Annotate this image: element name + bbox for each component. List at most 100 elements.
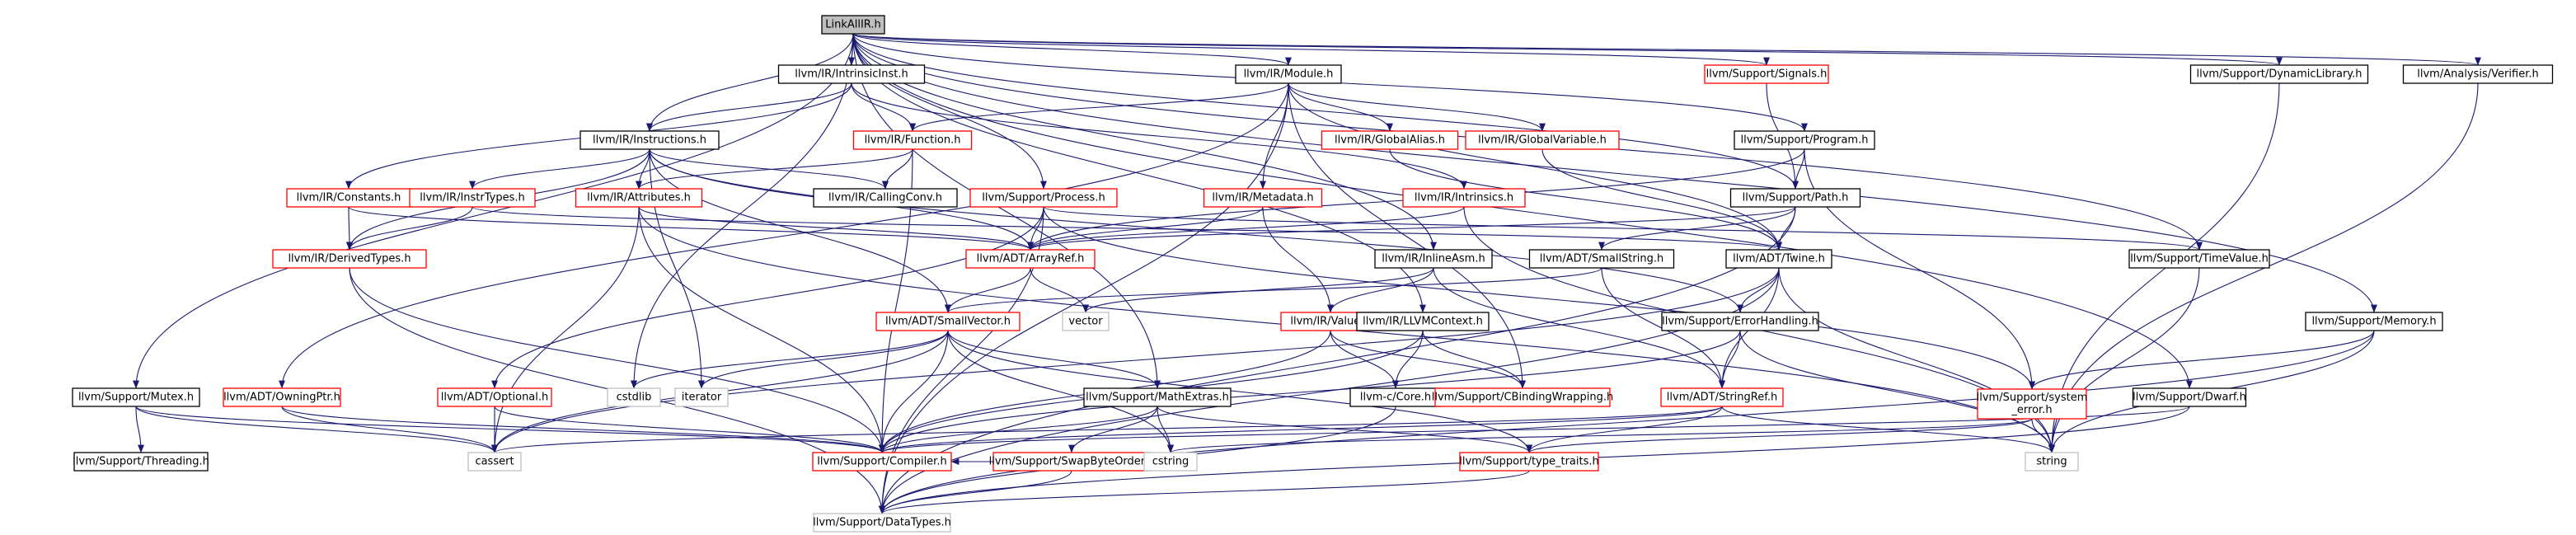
node-llvmcontext[interactable]: llvm/IR/LLVMContext.h: [1356, 312, 1490, 331]
node-instrtypes-box: [409, 188, 536, 208]
node-owningptr[interactable]: llvm/ADT/OwningPtr.h: [223, 387, 341, 407]
node-swapbyteorder-label: llvm/Support/SwapByteOrder.h: [989, 456, 1155, 468]
edge-metadata-to-arrayref: [1027, 206, 1264, 251]
node-typetraits-label: llvm/Support/type_traits.h: [1459, 456, 1599, 468]
node-mathextras[interactable]: llvm/Support/MathExtras.h: [1083, 387, 1232, 407]
node-twine[interactable]: llvm/ADT/Twine.h: [1725, 249, 1832, 269]
node-program-box: [1734, 130, 1875, 150]
node-globalalias[interactable]: llvm/IR/GlobalAlias.h: [1321, 130, 1459, 150]
node-timevalue-box: [2128, 249, 2270, 269]
node-mutex[interactable]: llvm/Support/Mutex.h: [72, 387, 200, 407]
node-function[interactable]: llvm/IR/Function.h: [852, 130, 973, 150]
node-timevalue[interactable]: llvm/Support/TimeValue.h: [2128, 249, 2270, 269]
node-errorhandling[interactable]: llvm/Support/ErrorHandling.h: [1661, 312, 1819, 331]
node-dynlib-box: [2189, 64, 2369, 84]
node-llvmcontext-label: llvm/IR/LLVMContext.h: [1363, 316, 1483, 328]
node-callingconv[interactable]: llvm/IR/CallingConv.h: [813, 188, 958, 208]
node-datatypes: llvm/Support/DataTypes.h: [813, 513, 951, 533]
node-program[interactable]: llvm/Support/Program.h: [1734, 130, 1875, 150]
edge-intrinsicinst-to-instructions: [646, 82, 852, 132]
node-mathextras-box: [1083, 387, 1232, 407]
node-derivedtypes[interactable]: llvm/IR/DerivedTypes.h: [272, 249, 427, 269]
node-smallstring[interactable]: llvm/ADT/SmallString.h: [1528, 249, 1675, 269]
node-dwarf[interactable]: llvm/Support/Dwarf.h: [2132, 387, 2247, 407]
edge-errorhandling-to-string: [1739, 330, 2055, 453]
edge-inlineasm-to-value: [1327, 267, 1434, 313]
edge-mutex-to-threading: [135, 406, 144, 453]
node-stringref[interactable]: llvm/ADT/StringRef.h: [1660, 387, 1784, 407]
node-owningptr-label: llvm/ADT/OwningPtr.h: [223, 392, 340, 404]
edge-root-to-mathextras: [852, 33, 1161, 389]
node-process[interactable]: llvm/Support/Process.h: [969, 188, 1118, 208]
edge-value-to-ccore: [1330, 330, 1399, 389]
node-stringref-box: [1660, 387, 1784, 407]
node-threading[interactable]: llvm/Support/Threading.h: [73, 452, 209, 472]
node-memory[interactable]: llvm/Support/Memory.h: [2305, 312, 2443, 331]
edge-value-to-cbinding: [1330, 330, 1526, 389]
node-attributes[interactable]: llvm/IR/Attributes.h: [575, 188, 703, 208]
node-dynlib-label: llvm/Support/DynamicLibrary.h: [2196, 68, 2362, 81]
node-optional-label: llvm/ADT/Optional.h: [441, 392, 549, 404]
node-optional[interactable]: llvm/ADT/Optional.h: [437, 387, 552, 407]
edge-stringref-to-typetraits: [1526, 406, 1723, 453]
node-intrinsicinst[interactable]: llvm/IR/IntrinsicInst.h: [777, 64, 926, 84]
node-dwarf-label: llvm/Support/Dwarf.h: [2133, 392, 2246, 404]
node-module[interactable]: llvm/IR/Module.h: [1235, 64, 1342, 84]
node-instructions[interactable]: llvm/IR/Instructions.h: [579, 130, 720, 150]
edge-smallvector-to-mathextras: [947, 330, 1161, 389]
node-path[interactable]: llvm/Support/Path.h: [1729, 188, 1861, 208]
node-memory-label: llvm/Support/Memory.h: [2311, 316, 2436, 328]
node-swapbyteorder[interactable]: llvm/Support/SwapByteOrder.h: [989, 452, 1155, 472]
node-globalvariable[interactable]: llvm/IR/GlobalVariable.h: [1465, 130, 1620, 150]
node-signals[interactable]: llvm/Support/Signals.h: [1704, 64, 1829, 84]
node-string-label: string: [2036, 456, 2067, 468]
node-cassert: cassert: [467, 452, 522, 472]
node-cstring-label: cstring: [1152, 456, 1189, 468]
node-systemerror[interactable]: llvm/Support/system_error.h: [1977, 388, 2088, 420]
edge-errorhandling-to-compiler: [879, 330, 1741, 453]
node-instrtypes[interactable]: llvm/IR/InstrTypes.h: [409, 188, 536, 208]
node-inlineasm[interactable]: llvm/IR/InlineAsm.h: [1374, 249, 1493, 269]
node-typetraits[interactable]: llvm/Support/type_traits.h: [1459, 452, 1599, 472]
edge-process-to-optional: [491, 206, 1044, 389]
node-program-label: llvm/Support/Program.h: [1741, 134, 1869, 147]
edge-root-to-memory: [852, 33, 2377, 313]
edge-attributes-to-compiler: [638, 206, 885, 453]
node-value[interactable]: llvm/IR/Value.h: [1280, 312, 1381, 331]
node-metadata[interactable]: llvm/IR/Metadata.h: [1203, 188, 1323, 208]
node-globalvariable-box: [1465, 130, 1620, 150]
edge-arrayref-to-smallvector: [945, 267, 1031, 313]
node-ccore[interactable]: llvm-c/Core.h: [1349, 387, 1442, 407]
edge-smallvector-to-typetraits: [947, 330, 1532, 453]
node-root-box: [821, 15, 885, 35]
edge-metadata-to-value: [1262, 206, 1334, 313]
edge-root-to-instructions: [646, 33, 854, 132]
node-datatypes-label: llvm/Support/DataTypes.h: [813, 517, 951, 529]
node-cbinding[interactable]: llvm/Support/CBindingWrapping.h: [1432, 387, 1614, 407]
node-verifier[interactable]: llvm/Analysis/Verifier.h: [2402, 64, 2554, 84]
edge-path-to-twine: [1776, 206, 1796, 251]
node-smallvector[interactable]: llvm/ADT/SmallVector.h: [875, 312, 1021, 331]
edge-process-to-systemerror: [1043, 206, 2035, 390]
edge-instructions-to-callingconv: [649, 148, 889, 190]
node-constants[interactable]: llvm/IR/Constants.h: [286, 188, 411, 208]
node-twine-label: llvm/ADT/Twine.h: [1733, 253, 1825, 265]
node-arrayref-label: llvm/ADT/ArrayRef.h: [977, 253, 1085, 265]
node-compiler[interactable]: llvm/Support/Compiler.h: [812, 452, 952, 472]
node-twine-box: [1725, 249, 1832, 269]
edge-timevalue-to-string: [2048, 267, 2200, 453]
node-intrinsics[interactable]: llvm/IR/Intrinsics.h: [1402, 188, 1526, 208]
edge-swapbyteorder-to-datatypes: [879, 470, 1072, 514]
edge-mutex-to-cassert: [135, 406, 498, 453]
node-compiler-label: llvm/Support/Compiler.h: [817, 456, 946, 468]
node-vector: vector: [1062, 312, 1110, 331]
node-llvmcontext-box: [1356, 312, 1490, 331]
node-metadata-box: [1203, 188, 1323, 208]
node-dynlib[interactable]: llvm/Support/DynamicLibrary.h: [2189, 64, 2369, 84]
node-vector-box: [1062, 312, 1110, 331]
node-iterator-label: iterator: [682, 392, 722, 404]
node-cstdlib-label: cstdlib: [617, 392, 652, 404]
edge-layer: [133, 33, 2480, 514]
node-arrayref[interactable]: llvm/ADT/ArrayRef.h: [965, 249, 1096, 269]
